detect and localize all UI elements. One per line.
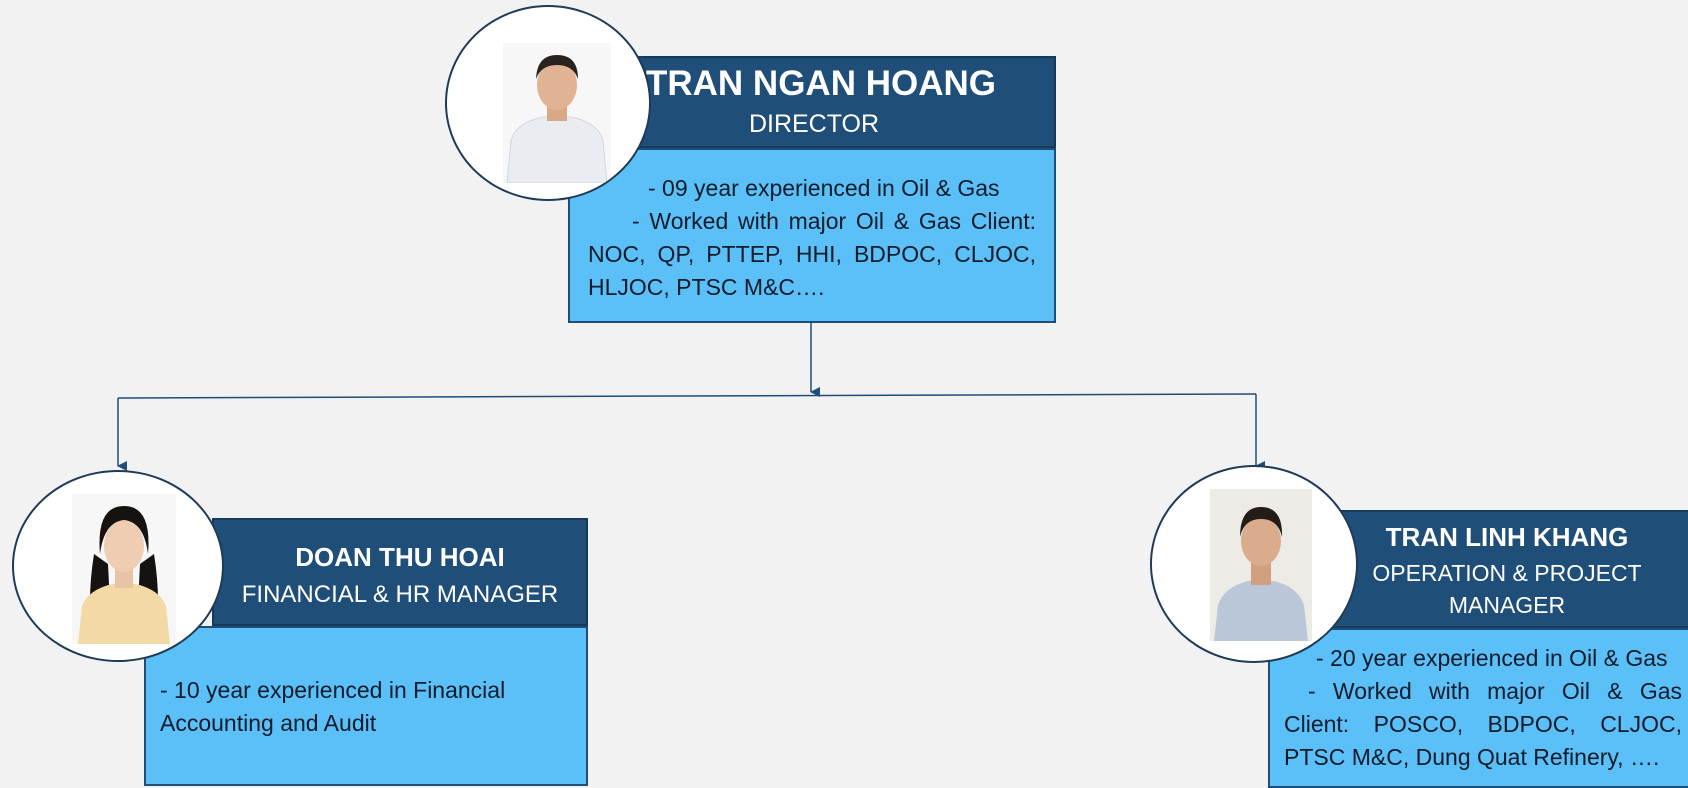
operation-manager-title: OPERATION & PROJECT MANAGER [1372, 560, 1642, 618]
director-name: TRAN NGAN HOANG [646, 64, 996, 103]
operation-manager-name: TRAN LINH KHANG [1385, 522, 1629, 552]
director-details: - 09 year experienced in Oil & Gas - Wor… [568, 148, 1056, 323]
director-avatar [445, 5, 651, 201]
director-detail-2: - Worked with major Oil & Gas Client: NO… [588, 208, 1036, 300]
director-header: TRAN NGAN HOANG DIRECTOR [572, 56, 1056, 148]
financial-manager-details: - 10 year experienced in Financial Accou… [144, 626, 588, 786]
director-title: DIRECTOR [748, 110, 880, 138]
operation-manager-detail-2: - Worked with major Oil & Gas Client: PO… [1284, 678, 1682, 770]
financial-manager-title: FINANCIAL & HR MANAGER [241, 581, 559, 608]
financial-manager-header: DOAN THU HOAI FINANCIAL & HR MANAGER [212, 518, 588, 626]
financial-manager-name: DOAN THU HOAI [295, 542, 505, 572]
operation-manager-details: - 20 year experienced in Oil & Gas - Wor… [1268, 628, 1688, 788]
person-photo-icon [72, 494, 176, 644]
director-detail-1: - 09 year experienced in Oil & Gas [648, 175, 1000, 201]
operation-manager-avatar [1150, 465, 1358, 663]
operation-manager-detail-1: - 20 year experienced in Oil & Gas [1316, 645, 1668, 671]
financial-manager-avatar [12, 470, 224, 662]
financial-manager-detail-1: - 10 year experienced in Financial Accou… [160, 677, 506, 736]
person-photo-icon [503, 43, 611, 183]
operation-manager-header: TRAN LINH KHANG OPERATION & PROJECT MANA… [1322, 510, 1688, 628]
person-photo-icon [1210, 489, 1312, 641]
horizontal-connector [117, 393, 1257, 399]
